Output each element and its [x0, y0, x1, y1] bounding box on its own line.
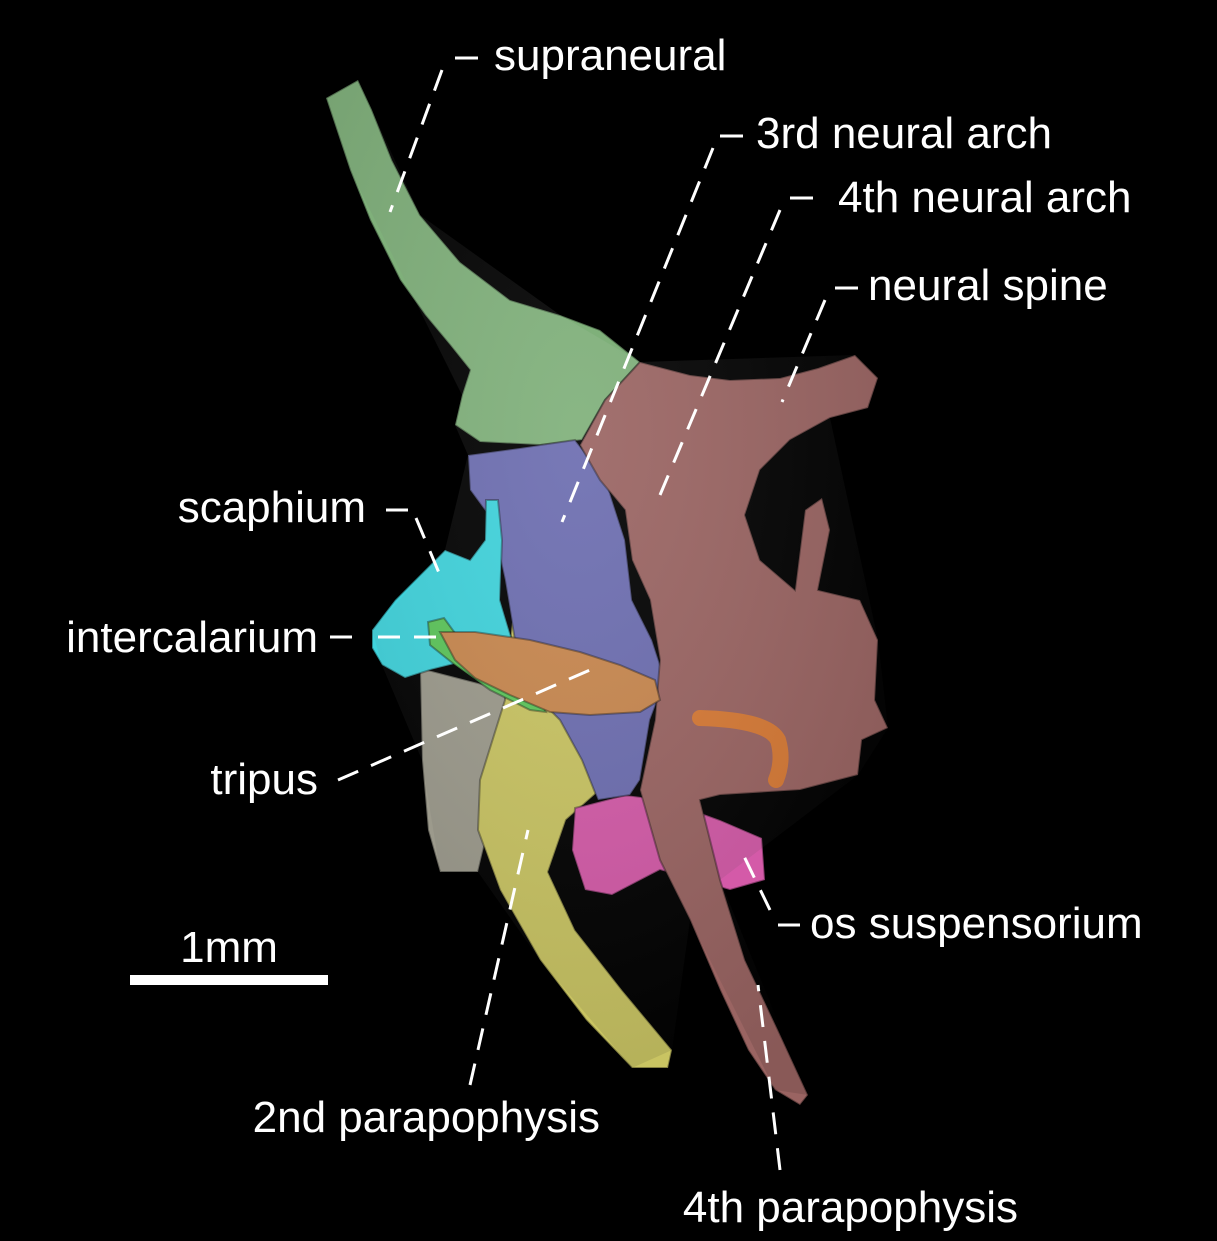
leader-lines [330, 56, 858, 1171]
label-4th-parapophysis: 4th parapophysis [683, 1183, 1018, 1232]
bone-illustration [324, 78, 890, 1107]
label-tripus: tripus [210, 755, 318, 804]
label-supraneural: supraneural [494, 31, 726, 80]
neural-spine-leader [780, 299, 827, 403]
label-neural-spine: neural spine [868, 261, 1108, 310]
supraneural-leader [388, 69, 444, 213]
os-suspensorium-leader [738, 847, 772, 911]
label-3rd-neural-arch: 3rd neural arch [756, 109, 1052, 158]
scale-bar-label: 1mm [180, 923, 278, 972]
parapophysis-2-leader [468, 829, 530, 1086]
scaphium-leader [414, 517, 444, 581]
scale-bar-line [130, 975, 328, 985]
label-intercalarium: intercalarium [66, 613, 318, 662]
neural-arch-4-leader [658, 209, 782, 496]
label-2nd-parapophysis: 2nd parapophysis [253, 1093, 600, 1142]
tripus-leader [337, 668, 591, 782]
label-os-suspensorium: os suspensorium [810, 899, 1143, 948]
parapophysis-4-leader [756, 984, 782, 1171]
label-scaphium: scaphium [178, 483, 366, 532]
scale-bar: 1mm [130, 923, 328, 985]
shading-overlay [326, 80, 888, 1095]
labels: supraneural 3rd neural arch 4th neural a… [66, 31, 1142, 1232]
label-4th-neural-arch: 4th neural arch [838, 173, 1132, 222]
neural-arch-3-leader [560, 147, 715, 523]
